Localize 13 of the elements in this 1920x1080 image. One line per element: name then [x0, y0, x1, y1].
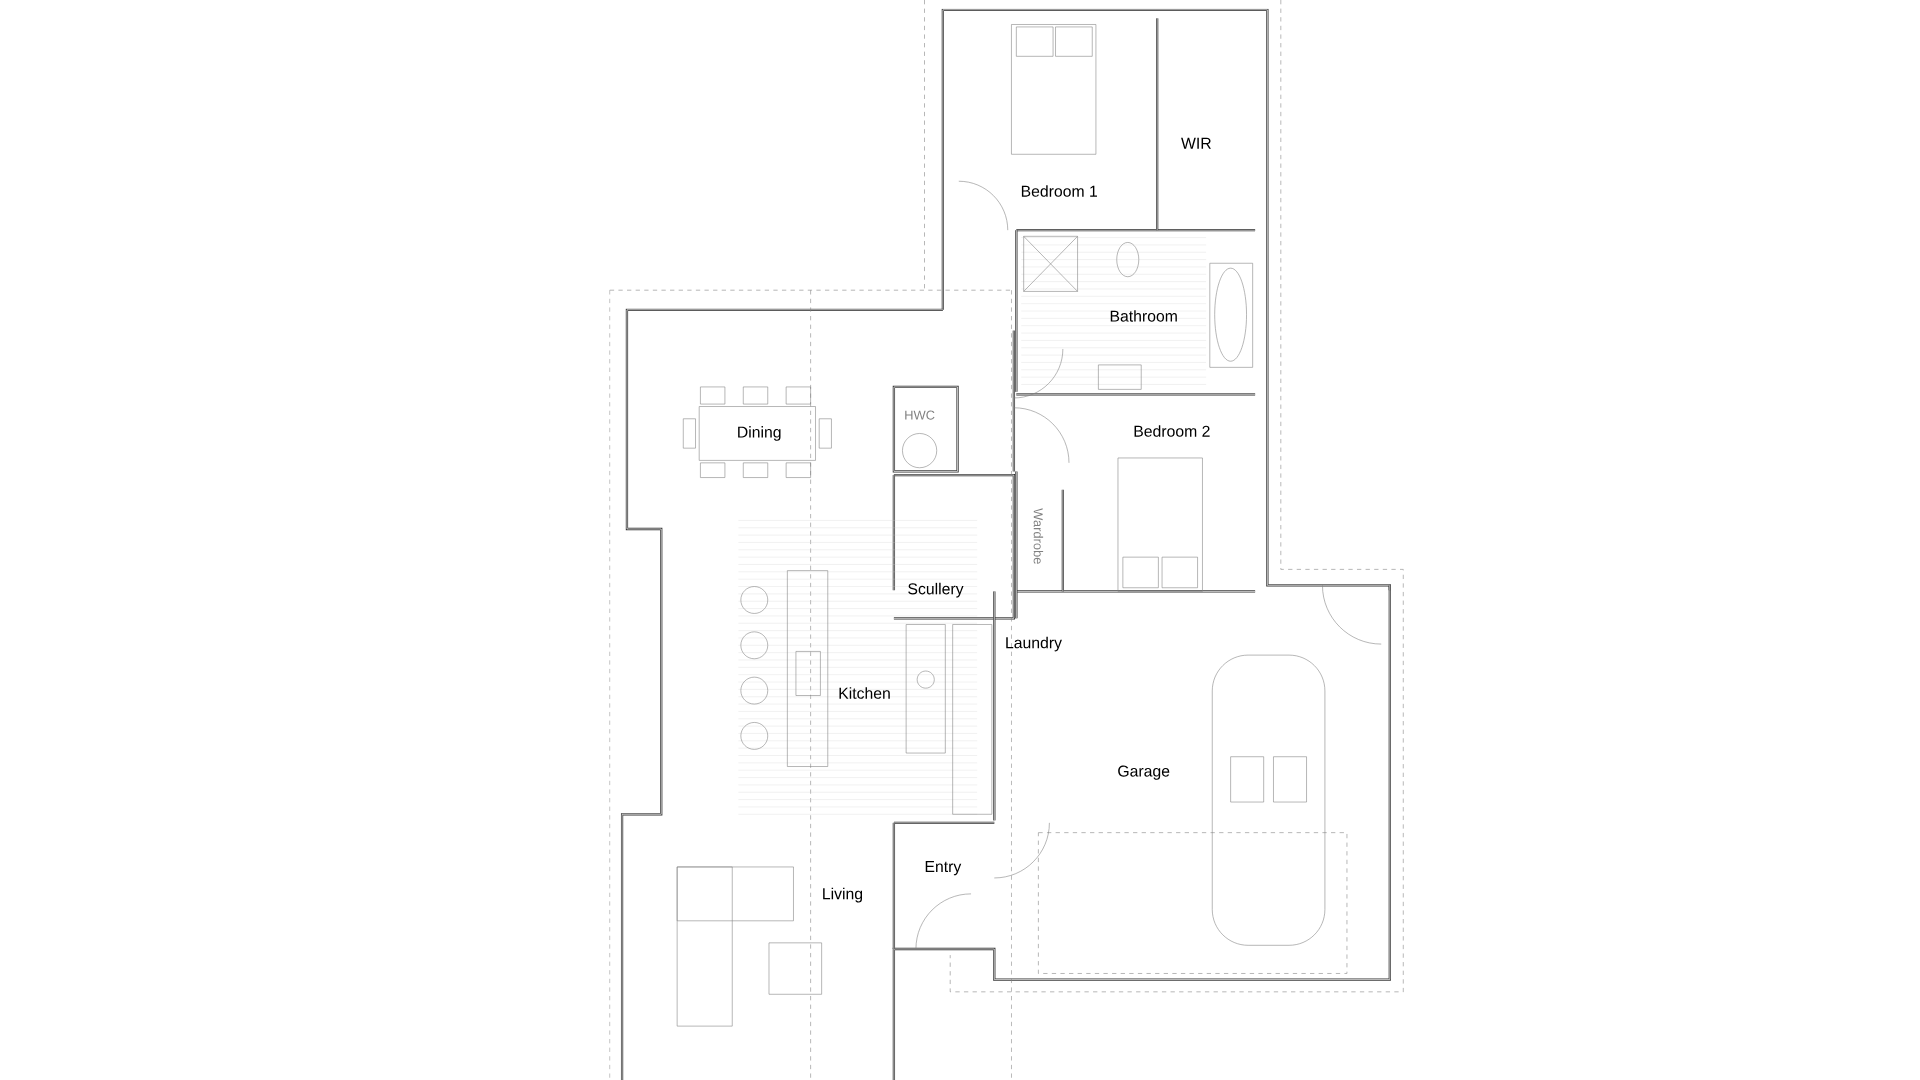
room-label: Laundry [1006, 636, 1062, 652]
room-label: Garage [1118, 765, 1170, 780]
room-label: Bedroom 1 [1021, 185, 1097, 197]
room-label: Bathroom [1110, 310, 1177, 322]
room-label: Wardrobe [1033, 508, 1044, 564]
room-label: WIR [1181, 137, 1211, 149]
room-label: HWC [905, 410, 935, 420]
room-label: Bedroom 2 [1134, 425, 1210, 437]
room-label: Scullery [908, 582, 964, 598]
room-label: Living [823, 887, 863, 903]
room-label: Kitchen [839, 687, 890, 699]
room-label: Entry [925, 861, 962, 876]
room-label: Dining [738, 426, 781, 441]
